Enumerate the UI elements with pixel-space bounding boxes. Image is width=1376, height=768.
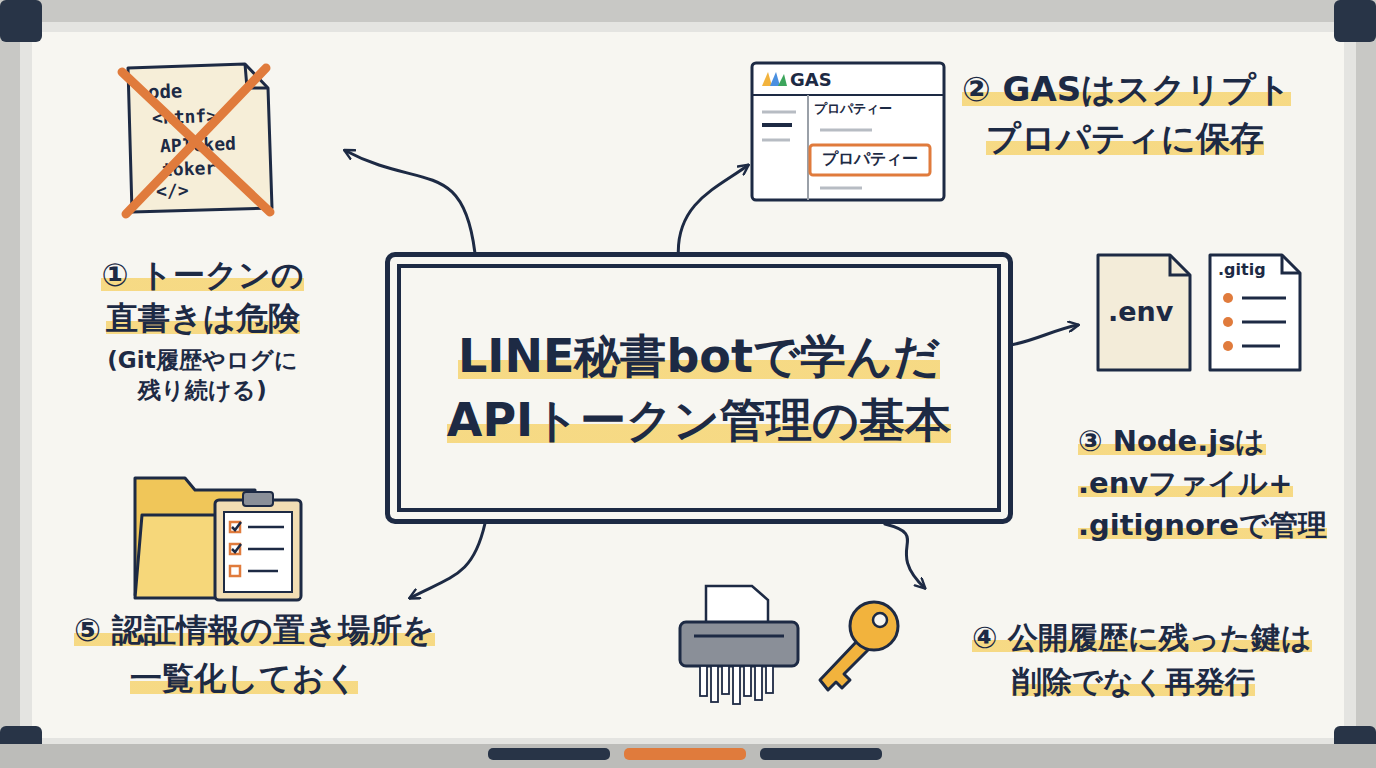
property-field (810, 145, 930, 175)
marker (760, 748, 882, 760)
text-block: (Git履歴やログに 残り続ける) (66, 346, 339, 406)
code-text: ode (148, 81, 183, 101)
code-text: APIcked (160, 135, 236, 156)
point-heading: ④ 公開履歴に残った鍵は 削除でなく再発行 (972, 620, 1312, 699)
list-line (1242, 321, 1286, 324)
sidebar-item (762, 111, 796, 114)
code-text: <htnf> (152, 107, 218, 127)
gas-logo (762, 72, 772, 86)
gas-logo (778, 74, 787, 86)
code-paper (128, 64, 272, 212)
point-group: ① トークンの 直書きは危険 (Git履歴やログに 残り続ける) (60, 60, 345, 412)
frame-inner (20, 22, 1356, 746)
gas-window (752, 63, 944, 200)
point-heading: ③ Node.jsは .envファイル+ .gitignoreで管理 (1078, 424, 1327, 542)
point-group: ③ Node.jsは .envファイル+ .gitignoreで管理 (1078, 250, 1346, 550)
text-block: LINE秘書botで学んだ APIトークン管理の基本 (420, 324, 978, 453)
text-block: ④ 公開履歴に残った鍵は 削除でなく再発行 (972, 616, 1341, 703)
marker (488, 748, 610, 760)
list-dot (1223, 341, 1233, 351)
content-line (820, 129, 872, 132)
marker (624, 748, 746, 760)
shredder-body (680, 622, 798, 666)
curved-arrow (678, 165, 748, 252)
curved-arrow (885, 524, 925, 588)
file-name: .gitig (1218, 262, 1266, 278)
sidebar-item (762, 123, 792, 127)
point-group: ④ 公開履歴に残った鍵は 削除でなく再発行 (680, 588, 1345, 718)
paper-fold (245, 64, 268, 88)
paper-fold (1282, 255, 1300, 273)
curved-arrow (1013, 325, 1078, 344)
key-head (850, 602, 898, 650)
gas-logo (770, 72, 780, 86)
check-lines (232, 522, 284, 571)
text-block: ① トークンの 直書きは危険 (66, 254, 339, 340)
text-block: ② GASはスクリプト プロパティに保存 (962, 65, 1334, 164)
curved-arrow (345, 150, 475, 252)
point-note: (Git履歴やログに 残り続ける) (107, 347, 297, 403)
clipboard-paper (224, 512, 292, 592)
title-box: LINE秘書botで学んだ APIトークン管理の基本 (385, 252, 1013, 524)
list-line (1242, 297, 1286, 300)
cross-mark (122, 72, 270, 212)
title-text: LINE秘書botで学んだ APIトークン管理の基本 (447, 329, 951, 447)
code-text: toker (162, 159, 217, 179)
point-heading: ① トークンの 直書きは危険 (101, 256, 303, 337)
list-dot (1223, 293, 1233, 303)
point-heading: ⑤ 認証情報の置き場所を 一覧化しておく (74, 611, 435, 697)
point-heading: ② GASはスクリプト プロパティに保存 (962, 69, 1291, 158)
corner (1334, 0, 1376, 42)
point-group: ② GASはスクリプト プロパティに保存 (748, 55, 1338, 200)
content-line (820, 187, 862, 190)
corner (0, 0, 42, 42)
field-text: プロパティー (822, 151, 918, 167)
point-group: ⑤ 認証情報の置き場所を 一覧化しておく (60, 598, 560, 718)
board-surface (32, 32, 1344, 738)
shredder-slot (694, 635, 784, 638)
sidebar-item (762, 139, 790, 142)
code-text: </> (156, 181, 189, 200)
clipboard (215, 500, 301, 600)
list-dot (1223, 317, 1233, 327)
text-block: ⑤ 認証情報の置き場所を 一覧化しておく (74, 606, 556, 702)
list-line (1242, 345, 1280, 348)
curved-arrow (410, 524, 485, 598)
paper-fold (1170, 255, 1190, 275)
clipboard-clip (243, 492, 273, 506)
gitignore-file (1210, 255, 1300, 370)
menu-text: プロパティー (814, 102, 892, 115)
cross-mark (126, 68, 266, 214)
window-title: GAS (790, 71, 832, 89)
marker-tray (0, 744, 1376, 768)
title-bar (752, 94, 944, 96)
check-boxes (230, 522, 240, 576)
key-hole (873, 613, 887, 627)
file-name: .env (1108, 298, 1173, 325)
text-block: ③ Node.jsは .envファイル+ .gitignoreで管理 (1078, 420, 1346, 546)
paper-strips (700, 666, 773, 704)
env-file (1098, 255, 1190, 370)
